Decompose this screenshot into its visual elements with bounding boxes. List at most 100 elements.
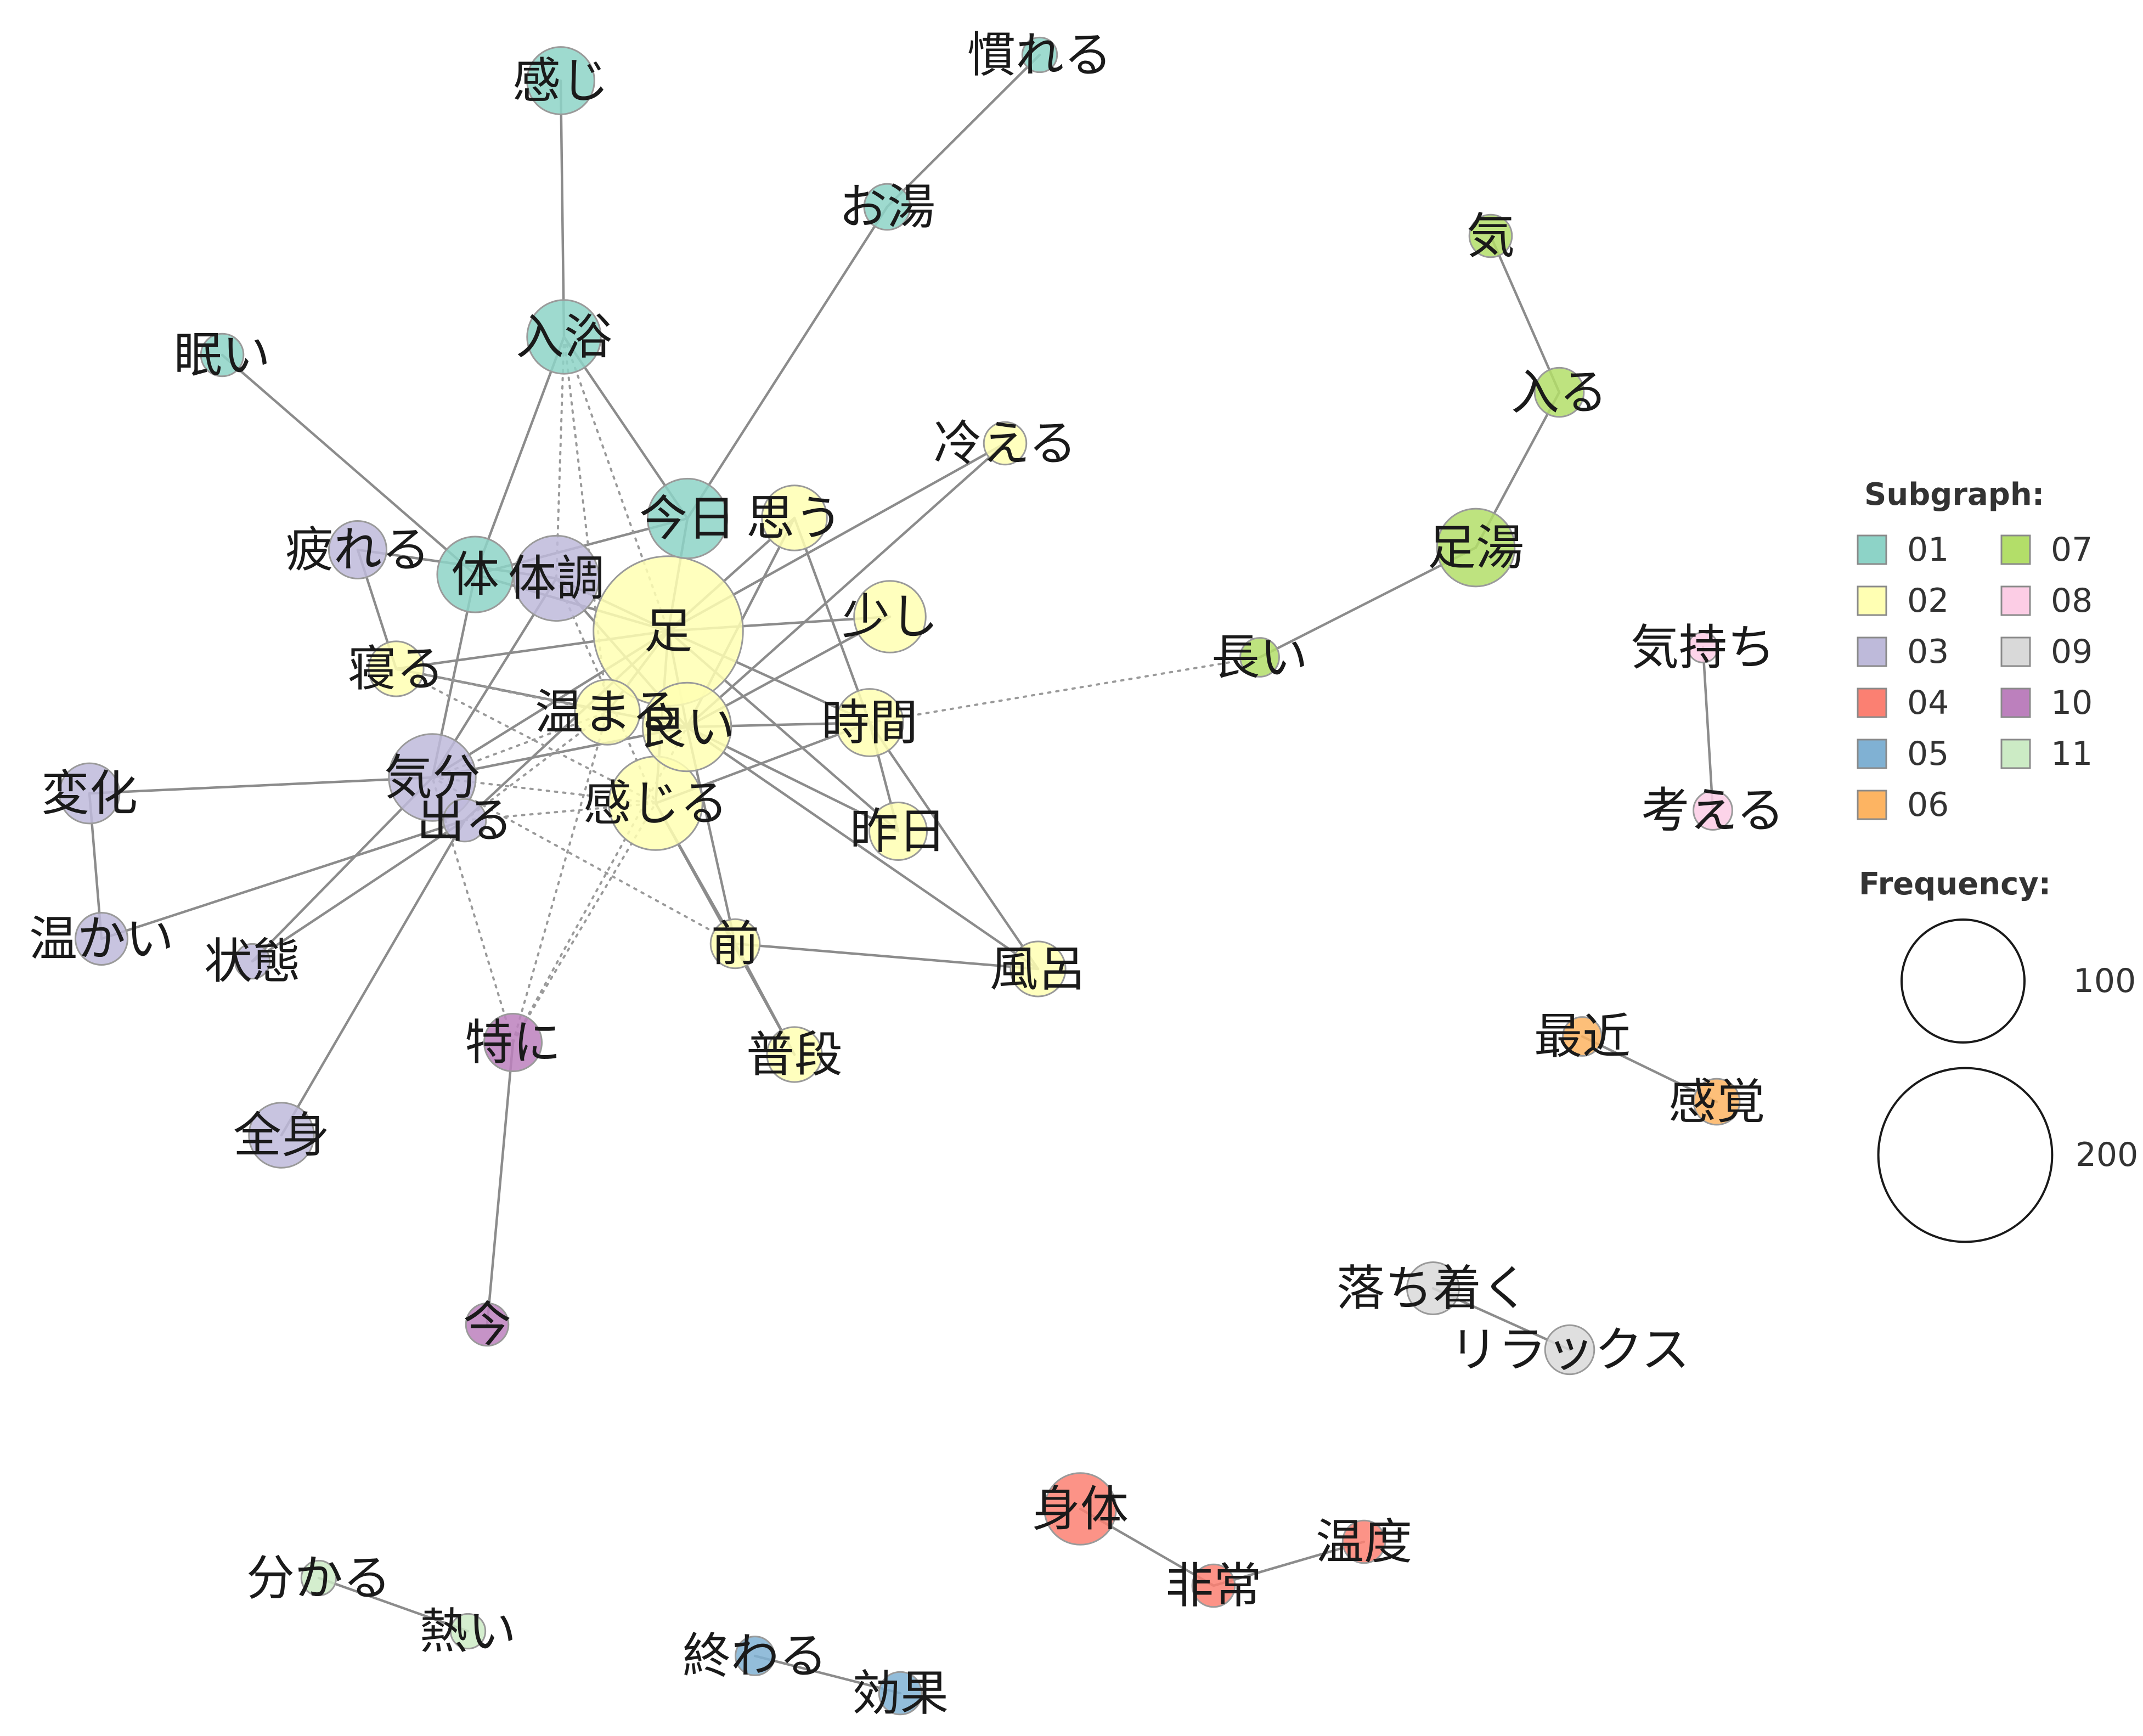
- edge-kibun-henka: [88, 776, 434, 795]
- node-label-kanji: 感じ: [512, 53, 609, 109]
- node-nemui: [200, 332, 245, 377]
- node-zenshin: [248, 1102, 315, 1169]
- node-label-wakaru: 分かる: [246, 1550, 391, 1607]
- node-label-kimochi: 気持ち: [1631, 619, 1775, 676]
- node-deru: [442, 798, 487, 843]
- legend-frequency-title: Frequency:: [1859, 866, 2051, 902]
- node-kankaku: [1693, 1078, 1741, 1126]
- node-label-oyu: お湯: [839, 179, 935, 235]
- legend-label-10: 10: [2051, 684, 2093, 722]
- node-label-jikan: 時間: [821, 695, 918, 751]
- node-kibun: [388, 733, 477, 822]
- node-label-deru: 出る: [416, 792, 513, 849]
- node-label-kinou: 昨日: [850, 803, 946, 860]
- weak-edge-neru-atatamaru: [395, 668, 608, 713]
- edge-oyu-kyou: [686, 205, 889, 520]
- node-label-fudan: 普段: [746, 1027, 843, 1083]
- edge-mae-furo: [734, 942, 1040, 971]
- edge-kimochi-kangaeru: [1701, 646, 1715, 812]
- node-ashiyu: [1436, 508, 1516, 588]
- node-label-mae: 前: [711, 916, 759, 972]
- node-label-ki: 気: [1467, 208, 1515, 264]
- node-joutai: [234, 943, 271, 980]
- legend-swatch-06: [1857, 790, 1887, 820]
- edge-omou-jikan: [793, 516, 871, 724]
- edge-tokuni-ima: [486, 1041, 515, 1326]
- legend-label-11: 11: [2051, 735, 2093, 773]
- legend-frequency-circle-100: [1900, 918, 2026, 1044]
- node-kangaeru: [1693, 790, 1733, 831]
- node-label-hieru: 冷える: [933, 415, 1076, 472]
- legend-label-04: 04: [1907, 684, 1949, 722]
- edge-saikin-kankaku: [1581, 1035, 1718, 1103]
- node-furo: [1010, 940, 1067, 997]
- legend-label-01: 01: [1907, 531, 1949, 569]
- legend-label-09: 09: [2051, 633, 2093, 671]
- legend-swatch-03: [1857, 636, 1887, 667]
- edge-joutai-deru: [251, 819, 466, 963]
- edge-nyuyoku-karada: [473, 335, 566, 576]
- legend-label-06: 06: [1907, 786, 1949, 824]
- weak-edge-nyuyoku-ashi: [563, 336, 669, 632]
- node-label-yoi: 良い: [639, 699, 735, 756]
- node-ochitsuku: [1406, 1261, 1460, 1316]
- edge-nemui-karada: [221, 353, 477, 576]
- node-hijou: [1191, 1563, 1236, 1608]
- node-jikan: [835, 688, 904, 757]
- node-oyu: [863, 183, 911, 231]
- legend-label-05: 05: [1907, 735, 1949, 773]
- legend-subgraph-title: Subgraph:: [1864, 477, 2044, 512]
- edge-hijou-ondo: [1212, 1540, 1366, 1587]
- node-label-nyuyoku: 入浴: [516, 309, 612, 365]
- weak-edge-neru-kanjiru: [395, 668, 657, 804]
- node-shintai: [1044, 1472, 1117, 1546]
- node-label-ondo: 温度: [1316, 1514, 1412, 1570]
- legend-swatch-07: [2000, 534, 2031, 565]
- legend-frequency-circle-200: [1877, 1067, 2054, 1243]
- node-label-ima: 今: [463, 1297, 511, 1353]
- node-layer: [58, 36, 1741, 1716]
- weak-edge-deru-kanjiru: [464, 802, 657, 821]
- node-label-karada: 体: [451, 546, 499, 603]
- node-label-zenshin: 全身: [233, 1107, 330, 1164]
- node-sukoshi: [853, 580, 927, 653]
- node-label-kyou: 今日: [639, 491, 736, 547]
- node-label-ochitsuku: 落ち着く: [1336, 1260, 1530, 1317]
- node-label-nemui: 眠い: [174, 327, 270, 384]
- node-kyou: [646, 477, 729, 560]
- node-wakaru: [300, 1559, 337, 1597]
- legend-label-02: 02: [1907, 582, 1949, 620]
- legend-swatch-05: [1857, 739, 1887, 769]
- node-label-furo: 風呂: [990, 941, 1086, 997]
- node-atatakai: [74, 911, 129, 966]
- legend-swatch-02: [1857, 585, 1887, 616]
- node-kouka: [878, 1671, 923, 1716]
- node-henka: [58, 762, 121, 825]
- legend-swatch-11: [2000, 739, 2031, 769]
- node-ondo: [1341, 1519, 1386, 1564]
- node-label-atatakai: 温かい: [29, 911, 174, 967]
- node-label-atatamaru: 温まる: [535, 684, 680, 741]
- weak-edge-tokuni-yoi: [512, 726, 688, 1044]
- node-label-tokuni: 特に: [465, 1014, 561, 1071]
- node-label-ashi: 足: [644, 603, 692, 660]
- node-owaru: [735, 1636, 775, 1676]
- node-label-shintai: 身体: [1032, 1481, 1129, 1537]
- node-omou: [761, 484, 828, 551]
- node-atatamaru: [574, 679, 641, 746]
- node-yoi: [641, 681, 732, 773]
- node-label-kouka: 効果: [852, 1665, 949, 1722]
- legend-swatch-08: [2000, 585, 2031, 616]
- node-label-hairu: 入る: [1511, 364, 1608, 421]
- edge-nareru-oyu: [886, 53, 1041, 208]
- legend-label-08: 08: [2051, 582, 2093, 620]
- weak-edge-nyuyoku-taichou: [555, 336, 565, 579]
- weak-edge-tokuni-atatamaru: [512, 711, 608, 1044]
- edge-zenshin-deru: [280, 819, 466, 1137]
- node-label-nagai: 長い: [1211, 629, 1308, 686]
- node-nareru: [1021, 36, 1058, 74]
- edge-yoi-hieru: [685, 442, 1007, 729]
- node-saikin: [1562, 1016, 1603, 1057]
- weak-edge-kibun-mae: [431, 776, 736, 945]
- node-label-sukoshi: 少し: [842, 589, 938, 645]
